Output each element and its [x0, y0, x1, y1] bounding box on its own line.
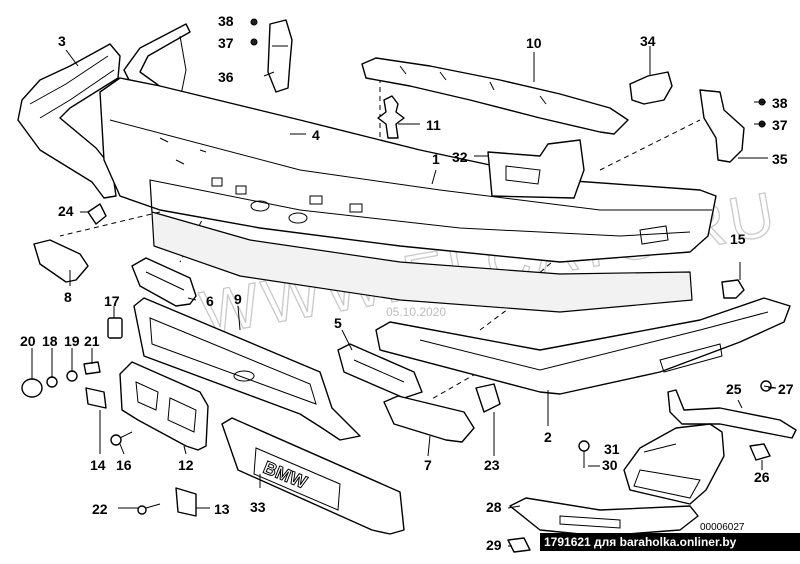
callout-37-left: 37: [218, 35, 234, 51]
callout-2: 2: [544, 429, 552, 445]
figure-code: 00006027: [700, 522, 745, 533]
callout-15: 15: [730, 231, 746, 247]
part-17-clip: [107, 317, 123, 339]
part-15-fastener: [721, 279, 745, 299]
part-5-grille-insert: [337, 343, 423, 399]
part-7-cover: [383, 395, 475, 443]
leader-lines: [31, 46, 777, 547]
part-24-clip: [87, 203, 107, 225]
part-12-plate-holder: [119, 361, 209, 451]
part-26-clip: [749, 443, 771, 461]
part-22-screw: [137, 503, 161, 515]
callout-22: 22: [92, 501, 108, 517]
callout-5: 5: [334, 315, 342, 331]
callout-8: 8: [64, 289, 72, 305]
callout-12: 12: [178, 457, 194, 473]
callout-29: 29: [486, 537, 502, 553]
part-23-bracket: [475, 383, 501, 413]
callout-10: 10: [526, 35, 542, 51]
callout-19: 19: [64, 333, 80, 349]
callout-34: 34: [640, 33, 656, 49]
part-29-clip: [507, 537, 531, 553]
callout-4: 4: [312, 127, 320, 143]
callout-18: 18: [42, 333, 58, 349]
part-36-bracket: [267, 19, 293, 93]
callout-36: 36: [218, 69, 234, 85]
part-28-spoiler-lip: [509, 497, 699, 537]
part-25-bracket: [667, 389, 797, 439]
callout-30: 30: [602, 457, 618, 473]
part-34-bracket: [629, 71, 673, 105]
callout-6: 6: [206, 293, 214, 309]
callout-17: 17: [104, 293, 120, 309]
callout-28: 28: [486, 499, 502, 515]
callout-21: 21: [84, 333, 100, 349]
callout-3: 3: [58, 33, 66, 49]
callout-24: 24: [58, 203, 74, 219]
callout-20: 20: [20, 333, 36, 349]
part-8-tow-cover: [33, 239, 89, 283]
callout-13: 13: [214, 501, 230, 517]
callout-31: 31: [604, 441, 620, 457]
part-3-side-trim: [17, 43, 121, 199]
part-32-bracket: [487, 139, 585, 199]
part-30-screw: [578, 440, 590, 468]
callout-14: 14: [90, 457, 106, 473]
part-14-plate: [85, 387, 107, 409]
callout-23: 23: [484, 457, 500, 473]
callout-9: 9: [234, 291, 242, 307]
part-10-bracket: [361, 57, 629, 135]
screws-37-38: [250, 18, 766, 128]
callout-11: 11: [426, 117, 441, 133]
part-1-bumper-cover: [99, 77, 717, 313]
callout-32: 32: [452, 149, 468, 165]
callout-26: 26: [754, 469, 770, 485]
callout-35: 35: [772, 151, 788, 167]
callout-1: 1: [432, 151, 440, 167]
part-35-bracket: [699, 89, 745, 163]
callout-7: 7: [424, 457, 432, 473]
part-6-fog-grille: [131, 257, 197, 307]
part-33-grille: BMW: [221, 417, 405, 535]
part-2-lower-bumper: [375, 297, 791, 395]
callout-38-left: 38: [218, 13, 234, 29]
footer-banner: 1791621 для baraholka.onliner.by: [540, 533, 800, 551]
callout-37-right: 37: [772, 117, 788, 133]
watermark-date: 05.10.2020: [386, 305, 446, 319]
part-31-air-duct: [623, 423, 725, 505]
part-13-plate: [175, 487, 197, 517]
part-9-license-frame: [133, 297, 361, 441]
callout-33: 33: [250, 499, 266, 515]
part-11-fastener: [377, 95, 405, 139]
callouts: 1 2 3 4 5 6 7 8 9 10 11 12 13 14 15 16 1…: [20, 13, 794, 553]
callout-16: 16: [116, 457, 132, 473]
callout-25: 25: [726, 381, 742, 397]
part-16-screw: [110, 431, 133, 446]
callout-dashes: [592, 387, 776, 467]
callout-27: 27: [778, 381, 794, 397]
callout-38-right: 38: [772, 95, 788, 111]
